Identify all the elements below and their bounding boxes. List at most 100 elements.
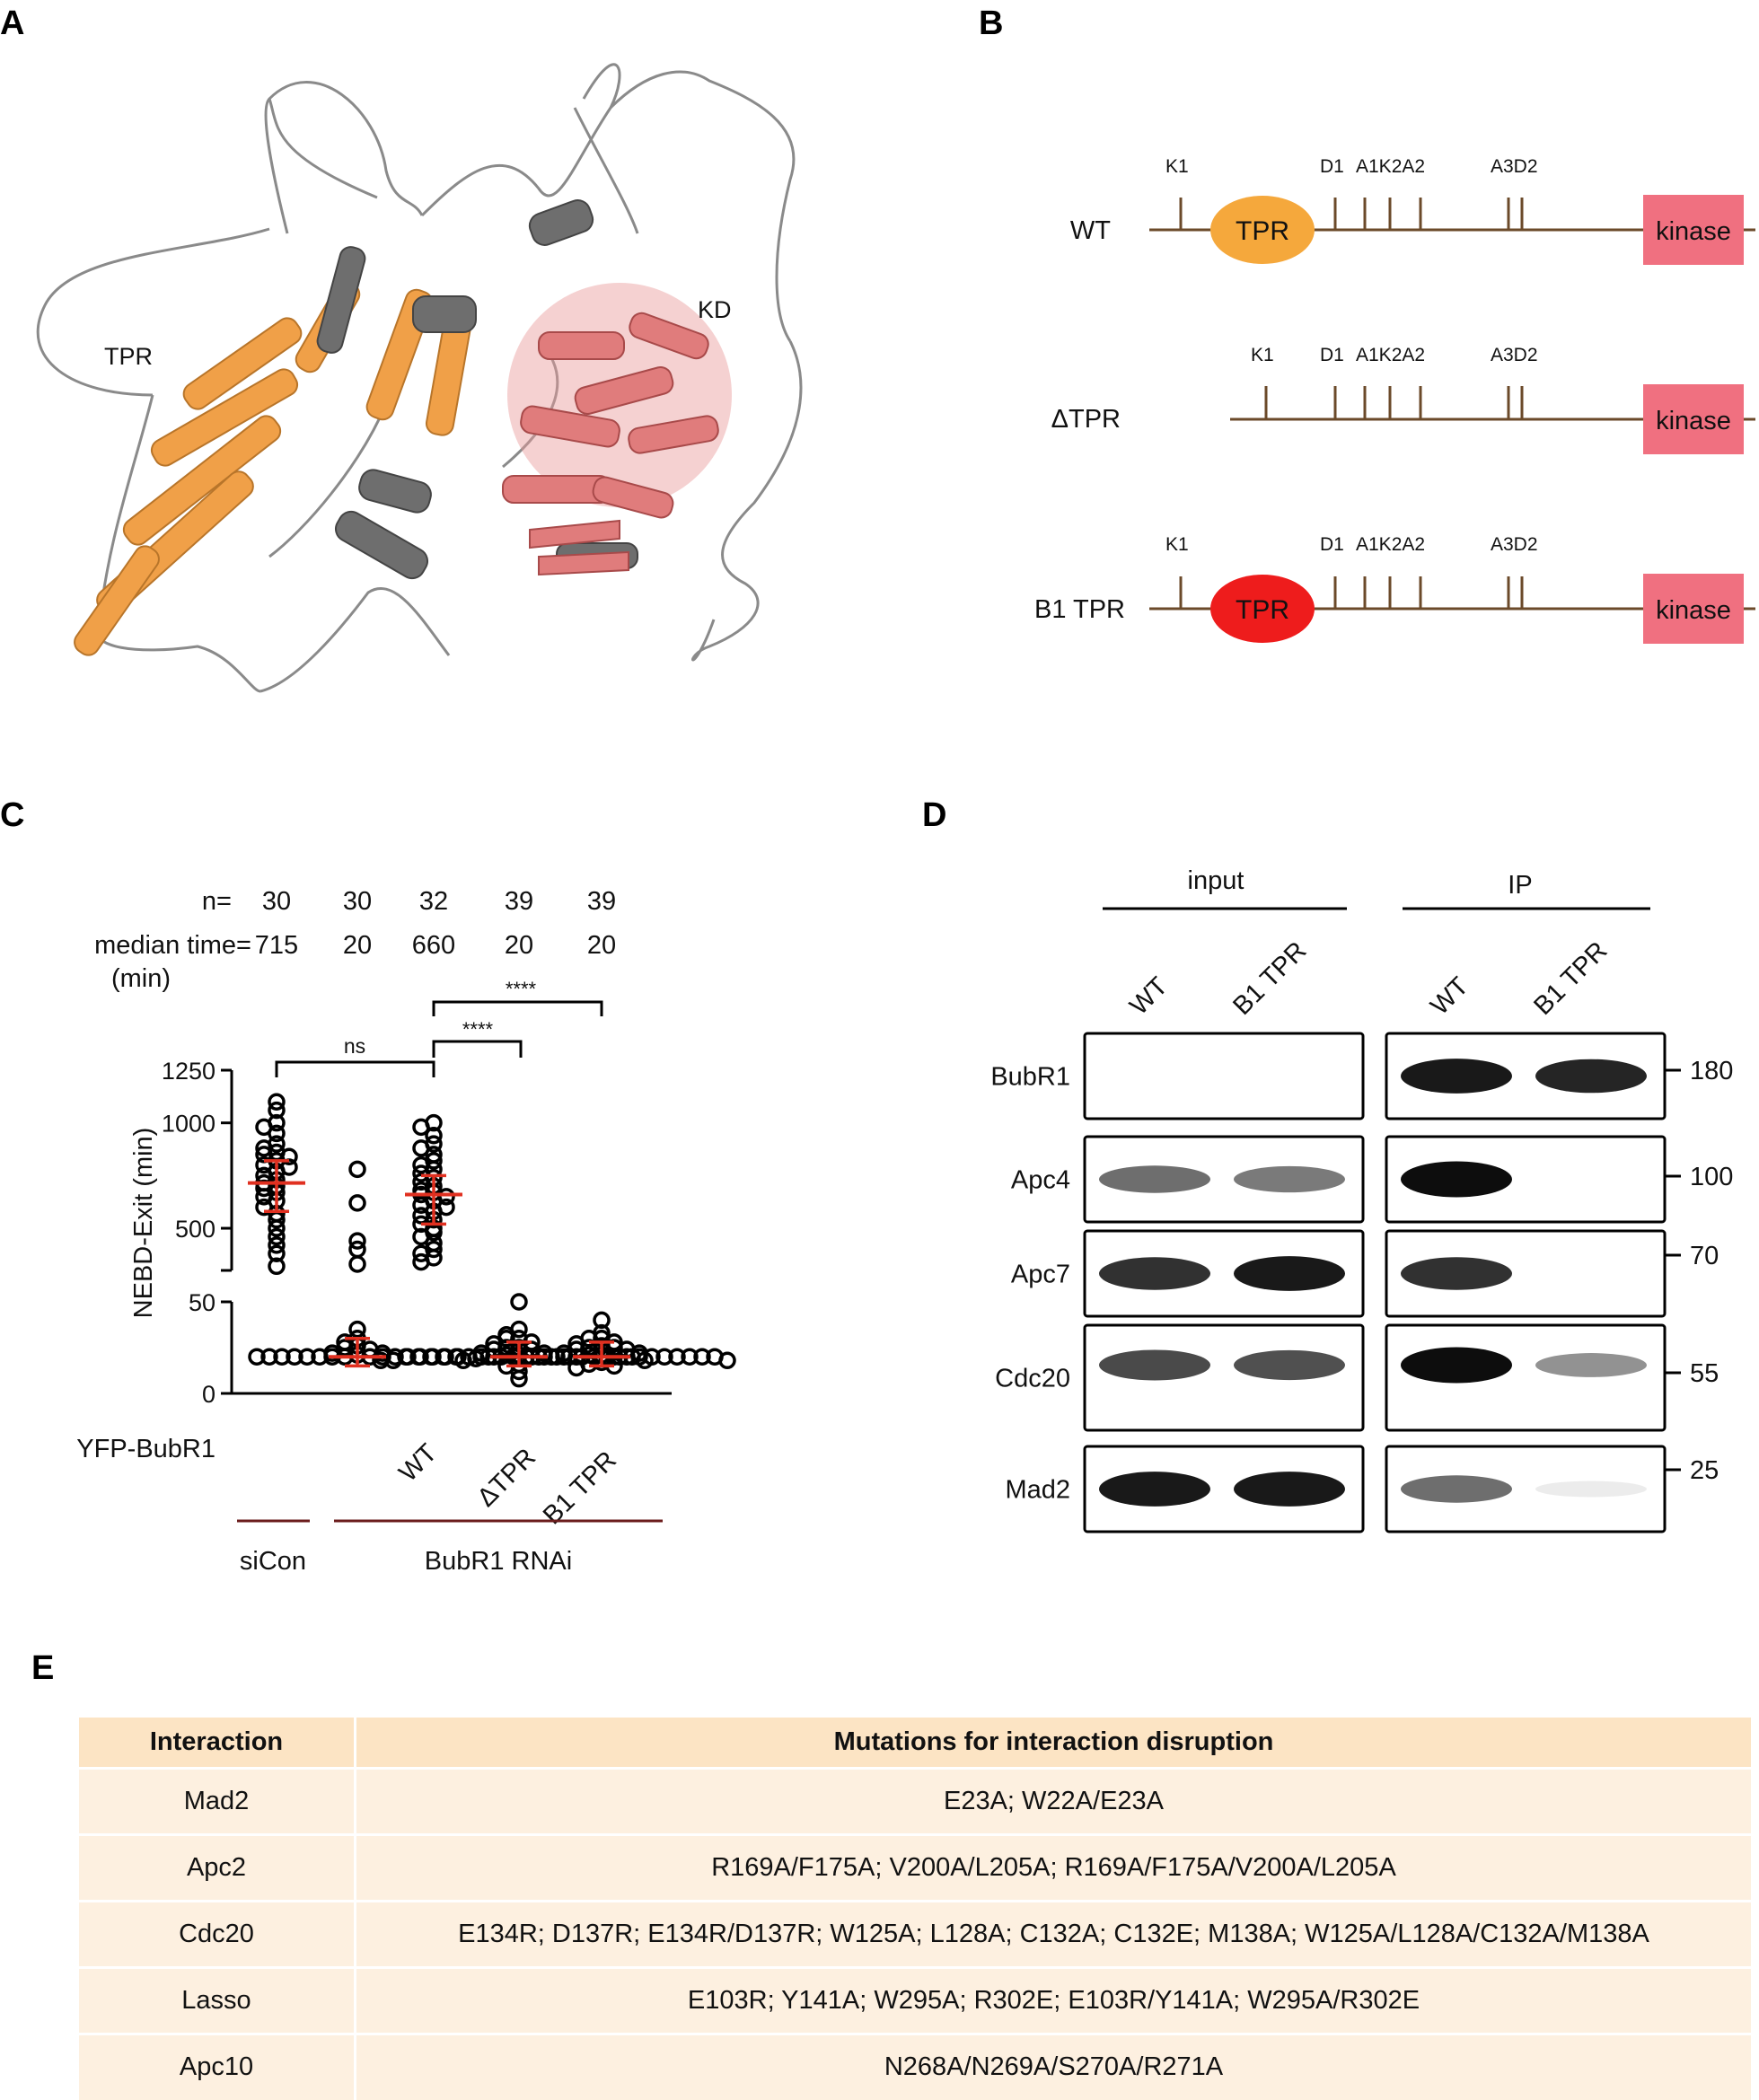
blot-strip: [1385, 1135, 1667, 1224]
data-point: [655, 1348, 673, 1366]
mw-marker: 70: [1690, 1242, 1719, 1270]
kinase-domain: [502, 283, 732, 576]
mutations-cell: E23A; W22A/E23A: [355, 1766, 1751, 1834]
protein-band: [1535, 1353, 1647, 1377]
kinase-label: kinase: [1656, 217, 1731, 246]
panel-label-e: E: [31, 1649, 54, 1687]
interaction-cell: Apc2: [79, 1832, 356, 1901]
blot-strip: [1385, 1229, 1667, 1318]
disordered-loops: [36, 63, 803, 693]
protein-band: [1234, 1165, 1345, 1193]
mutations-cell: N268A/N269A/S270A/R271A: [355, 2032, 1751, 2100]
x-tick-label: B1 TPR: [538, 1445, 622, 1530]
data-point: [693, 1348, 711, 1366]
data-point: [286, 1348, 303, 1366]
other-helices: [316, 199, 638, 580]
data-point: [372, 1351, 390, 1370]
protein-band: [1535, 1059, 1647, 1094]
data-point: [268, 1227, 286, 1246]
data-point: [268, 1236, 286, 1254]
n-value: 39: [505, 887, 533, 916]
data-points: [248, 1093, 736, 1388]
sig-label: ns: [344, 1034, 365, 1058]
n-value: 39: [587, 887, 616, 916]
data-point: [555, 1348, 573, 1366]
motif-label: A1K2A2: [1356, 156, 1425, 177]
mw-marker: 25: [1690, 1456, 1719, 1485]
tpr-label: TPR: [1236, 216, 1289, 246]
y-tick-label: 50: [189, 1289, 215, 1316]
data-point: [454, 1351, 472, 1370]
x-tick-label: ΔTPR: [472, 1443, 541, 1512]
data-point: [718, 1351, 736, 1370]
data-point: [268, 1219, 286, 1237]
median-value: 715: [255, 931, 298, 960]
panel-label-b: B: [979, 4, 1003, 42]
median-value: 660: [412, 931, 455, 960]
interaction-cell: Apc10: [79, 2032, 356, 2100]
y-tick-label: 1000: [162, 1111, 215, 1138]
protein-label: BubR1: [990, 1063, 1070, 1092]
protein-band: [1535, 1481, 1647, 1498]
protein-band: [1401, 1475, 1512, 1503]
data-point: [348, 1320, 366, 1339]
mutations-cell: E134R; D137R; E134R/D137R; W125A; L128A;…: [355, 1899, 1751, 1967]
data-point: [348, 1160, 366, 1179]
protein-band: [1401, 1059, 1512, 1094]
motif-label: D1: [1320, 534, 1344, 555]
mutations-cell: R169A/F175A; V200A/L205A; R169A/F175A/V2…: [355, 1832, 1751, 1901]
motif-label: A3D2: [1491, 345, 1538, 365]
median-unit: (min): [111, 964, 171, 993]
protein-band: [1099, 1257, 1210, 1290]
data-point: [409, 1348, 427, 1366]
y-tick-label: 500: [175, 1216, 215, 1243]
motif-label: A1K2A2: [1356, 345, 1425, 365]
median-label: median time=: [94, 931, 251, 960]
scatter-chart: n= median time= (min) 307153020326603920…: [76, 887, 736, 1576]
table-row: Lasso E103R; Y141A; W295A; R302E; E103R/…: [79, 1965, 1751, 2034]
column-header: Mutations for interaction disruption: [833, 1727, 1274, 1756]
domain-schematic: WT TPR kinase K1 D1 A1K2A2 A3D2 ΔTPR: [1034, 156, 1755, 644]
y-tick-label: 0: [202, 1381, 215, 1408]
data-point: [268, 1093, 286, 1111]
table-row: Cdc20 E134R; D137R; E134R/D137R; W125A; …: [79, 1899, 1751, 1967]
motif-label: K1: [1165, 534, 1189, 555]
n-label: n=: [202, 887, 232, 916]
blot-strip: [1385, 1032, 1667, 1120]
protein-label: Mad2: [1005, 1476, 1070, 1505]
construct-name: ΔTPR: [1051, 405, 1121, 434]
protein-band: [1401, 1161, 1512, 1198]
table-row: Apc10 N268A/N269A/S270A/R271A: [79, 2032, 1751, 2100]
construct-name: B1 TPR: [1034, 595, 1125, 624]
data-point: [248, 1348, 266, 1366]
protein-band: [1234, 1349, 1345, 1381]
tpr-helices: [74, 280, 473, 656]
protein-band: [1401, 1257, 1512, 1290]
protein-label: Apc7: [1011, 1261, 1070, 1289]
motif-label: K1: [1165, 156, 1189, 177]
data-point: [348, 1232, 366, 1250]
column-header: Interaction: [79, 1718, 356, 1768]
tpr-domain-oval: [1210, 196, 1315, 264]
tpr-domain-oval: [1210, 575, 1315, 643]
n-value: 32: [419, 887, 448, 916]
lane-label: B1 TPR: [1227, 936, 1312, 1021]
mw-marker: 55: [1690, 1359, 1719, 1388]
kinase-box: [1643, 574, 1744, 644]
kinase-box: [1643, 195, 1744, 265]
motif-label: K1: [1251, 345, 1274, 365]
mutation-table: Interaction Mutations for interaction di…: [79, 1718, 1751, 2100]
mw-marker: 100: [1690, 1163, 1733, 1191]
lane-label: B1 TPR: [1528, 936, 1613, 1021]
data-point: [298, 1348, 316, 1366]
protein-band: [1099, 1165, 1210, 1193]
kinase-label: kinase: [1656, 596, 1731, 625]
protein-band: [1234, 1472, 1345, 1507]
construct-delta-tpr: ΔTPR kinase K1 D1 A1K2A2 A3D2: [1051, 345, 1755, 454]
